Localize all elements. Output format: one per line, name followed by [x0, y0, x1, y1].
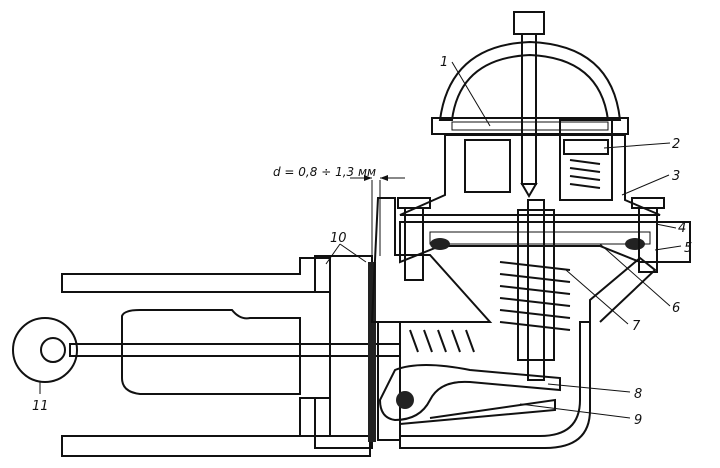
engine-block-upper — [61, 257, 331, 293]
screw-left — [397, 197, 431, 281]
filter — [451, 121, 609, 131]
dimension-label: d = 0,8 ÷ 1,3 мм — [273, 165, 376, 179]
clearance-dimension: d = 0,8 ÷ 1,3 мм — [273, 165, 405, 256]
label-9: 9 — [634, 413, 642, 428]
part-labels: 1 2 3 4 5 6 7 8 9 10 11 — [32, 55, 692, 428]
label-3: 3 — [672, 169, 680, 184]
drive-lever — [378, 364, 561, 425]
label-7: 7 — [632, 319, 641, 334]
pusher-rod-guide — [121, 309, 301, 395]
label-6: 6 — [672, 301, 680, 316]
leader-lines — [39, 61, 682, 419]
screw-right — [631, 197, 665, 273]
lever-spring — [409, 329, 475, 353]
diaphragm-spring — [499, 261, 571, 331]
gasket — [368, 262, 376, 442]
label-1: 1 — [440, 55, 448, 70]
diaphragm — [399, 221, 691, 264]
valve-spring — [563, 139, 609, 189]
label-4: 4 — [678, 221, 686, 236]
pusher-rod — [69, 343, 401, 357]
insulating-spacer — [314, 255, 373, 449]
label-10: 10 — [330, 231, 347, 246]
eccentric-cam — [12, 317, 78, 383]
label-5: 5 — [684, 241, 692, 256]
top-bolt — [513, 11, 545, 198]
label-8: 8 — [634, 387, 642, 402]
label-11: 11 — [32, 399, 49, 414]
cap-dome — [431, 40, 629, 135]
label-2: 2 — [672, 137, 680, 152]
